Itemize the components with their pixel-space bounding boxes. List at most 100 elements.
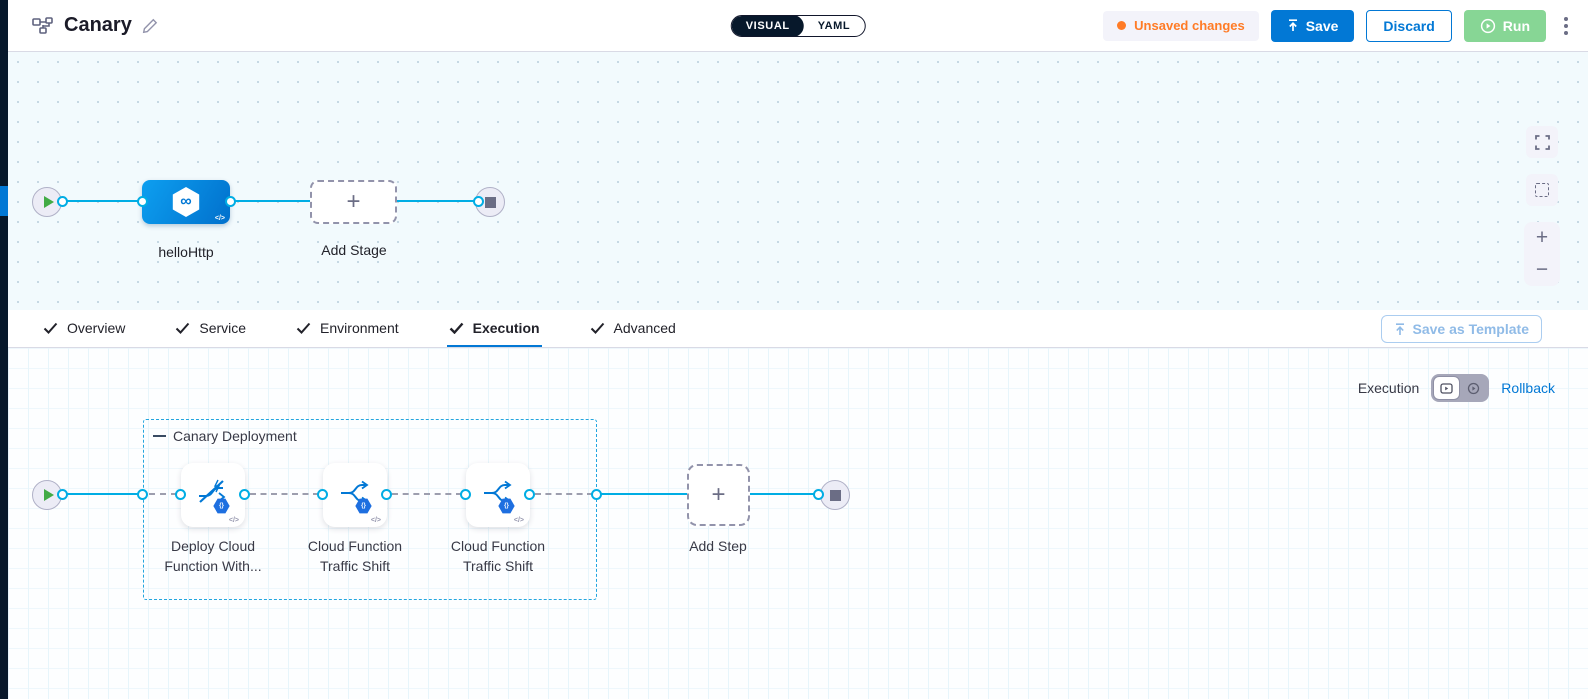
wire: [397, 200, 478, 202]
node-port[interactable]: [317, 489, 328, 500]
unsaved-dot-icon: [1117, 21, 1127, 30]
group-label-row: Canary Deployment: [153, 428, 297, 444]
check-icon: [176, 322, 190, 334]
tab-service[interactable]: Service: [173, 310, 248, 347]
tab-label: Environment: [320, 319, 399, 336]
left-nav-rail[interactable]: [0, 0, 8, 699]
nav-active-indicator: [0, 186, 8, 216]
upload-icon: [1288, 19, 1297, 31]
save-as-template-button[interactable]: Save as Template: [1380, 315, 1542, 343]
gcp-badge-icon: {}: [355, 498, 372, 514]
execution-rollback-toggle[interactable]: [1431, 374, 1490, 402]
marquee-icon: [1535, 183, 1549, 197]
gcp-badge-icon: {}: [213, 498, 230, 514]
wire: [64, 493, 139, 495]
add-step-button[interactable]: +: [687, 464, 750, 526]
header-title-group: Canary: [8, 14, 158, 37]
execution-mode-row: Execution Rollback: [1358, 374, 1555, 402]
wire-dashed: [392, 493, 462, 495]
wire: [235, 200, 313, 202]
node-port[interactable]: [813, 489, 824, 500]
zoom-controls: + −: [1524, 222, 1560, 286]
node-port[interactable]: [524, 489, 535, 500]
execution-mode-segment[interactable]: [1433, 376, 1461, 400]
step-card-traffic-shift-1[interactable]: {} </>: [323, 463, 387, 527]
rollback-link[interactable]: Rollback: [1501, 380, 1555, 396]
wire: [750, 493, 815, 495]
collapse-dash-icon[interactable]: [153, 434, 166, 438]
tab-environment[interactable]: Environment: [294, 310, 401, 347]
node-port[interactable]: [57, 489, 68, 500]
tab-label: Advanced: [613, 319, 676, 336]
check-icon: [43, 322, 58, 334]
execution-mode-label: Execution: [1357, 380, 1420, 396]
deploy-cloud-function-icon: [199, 479, 226, 503]
check-icon: [449, 322, 464, 334]
step-name-label: Cloud Function Traffic Shift: [450, 538, 546, 574]
step-card-deploy-cloud-function[interactable]: {} </>: [181, 463, 245, 527]
pipeline-icon: [32, 16, 54, 35]
stage-graph-canvas[interactable]: ∞ </> helloHttp + Add Stage + −: [8, 52, 1588, 310]
save-as-template-label: Save as Template: [1412, 321, 1529, 337]
run-label: Run: [1502, 17, 1530, 34]
save-button[interactable]: Save: [1270, 9, 1355, 42]
visual-yaml-toggle: VISUAL YAML: [730, 15, 866, 37]
execution-graph-canvas[interactable]: [8, 348, 1588, 699]
execution-flow-icon: [1440, 382, 1453, 394]
save-label: Save: [1305, 17, 1339, 34]
node-port[interactable]: [473, 196, 484, 207]
tab-execution[interactable]: Execution: [446, 310, 542, 347]
discard-button[interactable]: Discard: [1366, 9, 1452, 42]
add-stage-label: Add Stage: [321, 242, 387, 258]
node-port[interactable]: [57, 196, 68, 207]
code-icon: </>: [513, 517, 524, 524]
unsaved-label: Unsaved changes: [1134, 18, 1245, 33]
fullscreen-icon: [1534, 134, 1550, 150]
stage-name-label: helloHttp: [158, 244, 214, 260]
gcp-badge-icon: {}: [498, 498, 515, 514]
zoom-in-button[interactable]: +: [1524, 222, 1560, 254]
node-port[interactable]: [239, 489, 250, 500]
code-icon: </>: [370, 517, 381, 524]
node-port[interactable]: [175, 489, 186, 500]
stop-square-icon: [484, 196, 496, 208]
multi-select-button[interactable]: [1526, 174, 1558, 206]
plus-icon: +: [346, 188, 361, 215]
canary-deployment-group[interactable]: [143, 419, 597, 600]
node-port[interactable]: [225, 196, 236, 207]
more-options-kebab-icon[interactable]: [1558, 13, 1574, 39]
fullscreen-button[interactable]: [1526, 126, 1558, 158]
wire: [67, 200, 145, 202]
node-port[interactable]: [137, 196, 148, 207]
toggle-visual[interactable]: VISUAL: [731, 16, 804, 36]
edit-title-icon[interactable]: [142, 18, 158, 34]
wire-dashed: [535, 493, 593, 495]
execution-end-node[interactable]: [820, 480, 850, 510]
add-stage-button[interactable]: +: [310, 180, 397, 224]
node-port[interactable]: [460, 489, 471, 500]
canvas-controls: + −: [1524, 126, 1560, 286]
wire-dashed: [149, 493, 177, 495]
tab-advanced[interactable]: Advanced: [588, 310, 678, 347]
check-icon: [590, 322, 604, 334]
node-port[interactable]: [137, 489, 148, 500]
tab-overview[interactable]: Overview: [41, 310, 127, 347]
upload-icon: [1395, 322, 1404, 335]
page-title: Canary: [64, 14, 132, 36]
rollback-mode-segment[interactable]: [1460, 382, 1487, 395]
step-name-label: Deploy Cloud Function With...: [164, 538, 262, 574]
start-play-icon: [43, 489, 54, 501]
run-button[interactable]: Run: [1463, 9, 1546, 42]
play-circle-icon: [1480, 18, 1495, 33]
cloud-functions-icon: ∞: [172, 187, 200, 217]
zoom-out-button[interactable]: −: [1524, 254, 1560, 286]
step-card-traffic-shift-2[interactable]: {} </>: [466, 463, 530, 527]
node-port[interactable]: [591, 489, 602, 500]
stage-card-hellohttp[interactable]: ∞ </>: [142, 180, 230, 224]
start-play-icon: [43, 196, 54, 208]
toggle-yaml[interactable]: YAML: [817, 20, 851, 32]
plus-icon: +: [711, 481, 726, 508]
infinity-glyph: ∞: [180, 193, 192, 210]
node-port[interactable]: [381, 489, 392, 500]
